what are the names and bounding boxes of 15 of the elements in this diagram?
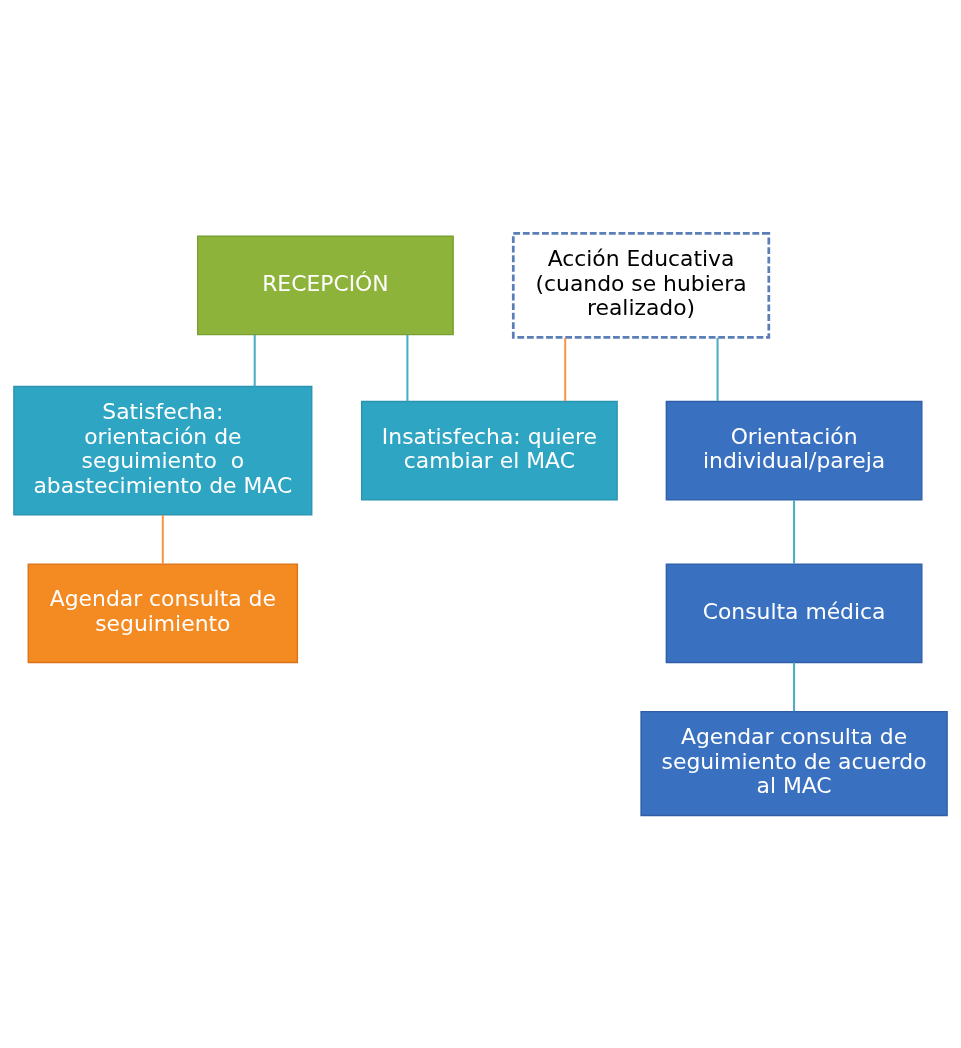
connector — [793, 662, 796, 711]
node-box: Agendar consulta de seguimiento — [27, 562, 299, 663]
node-box: Consulta médica — [665, 562, 923, 663]
connector — [793, 499, 796, 564]
connector — [406, 334, 409, 401]
node-box: Satisfecha: orientación de seguimiento o abastecimiento de MAC — [13, 385, 313, 516]
connector — [253, 334, 256, 386]
connector — [564, 337, 567, 401]
connector — [716, 337, 719, 401]
node-box: Agendar consulta de seguimiento de acuerdo al MAC — [640, 710, 948, 816]
node-box: Orientación individual/pareja — [665, 400, 923, 501]
node-box: Insatisfecha: quiere cambiar el MAC — [360, 400, 618, 501]
node-box: RECEPCIÓN — [196, 235, 454, 335]
connector — [161, 514, 164, 564]
node-box: Acción Educativa (cuando se hubiera realizado) — [511, 231, 771, 339]
